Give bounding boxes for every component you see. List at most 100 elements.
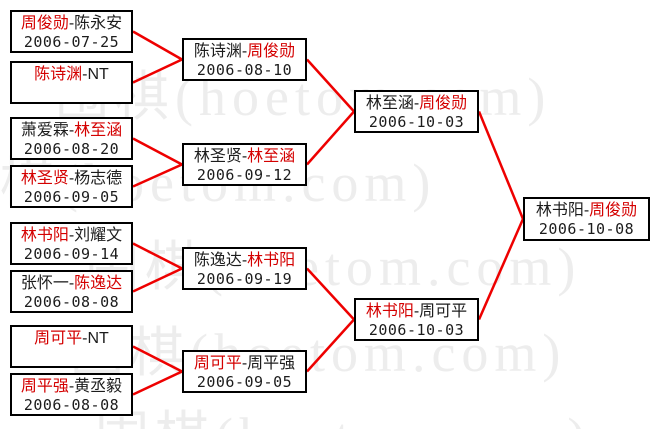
match-box-round-1-2: 陈诗渊-NT [10,61,133,104]
match-date: 2006-08-08 [23,293,120,311]
pairing-separator: - [583,202,590,219]
pairing-separator: - [68,275,75,292]
match-date: 2006-09-19 [196,270,293,288]
pairing-separator: - [68,170,75,187]
match-pairing: 陈诗渊-NT [12,65,131,84]
bracket-line [477,218,525,321]
pairing-separator: - [241,252,248,269]
player2-name: 林书阳 [247,252,296,269]
player2-name: 周俊勋 [589,202,638,219]
pairing-separator: - [82,66,88,83]
pairing-separator: - [413,95,420,112]
match-pairing: 林至涵-周俊勋 [356,94,477,113]
player2-name: 周俊勋 [247,43,296,60]
player2-name: 林至涵 [74,122,123,139]
player2-name: 林至涵 [247,148,296,165]
player1-name: 周平强 [20,378,69,395]
match-pairing: 陈诗渊-周俊勋 [184,42,305,61]
player1-name: 林书阳 [365,303,414,320]
bracket-line [132,58,183,84]
bracket-line [132,30,183,61]
match-pairing: 周俊勋-陈永安 [12,14,131,33]
player1-name: 林圣贤 [193,148,242,165]
player1-name: 萧爱霖 [20,122,69,139]
pairing-separator: - [68,378,75,395]
pairing-separator: - [241,43,248,60]
bracket-line [306,58,355,113]
match-date: 2006-08-08 [23,396,120,414]
match-pairing: 周平强-黄丞毅 [12,377,131,396]
player2-name: 刘耀文 [74,227,123,244]
match-pairing: 林书阳-周可平 [356,302,477,321]
match-date: 2006-09-05 [23,188,120,206]
player1-name: 周可平 [34,330,83,347]
match-date: 2006-08-20 [23,140,120,158]
match-date: 2006-10-03 [368,321,465,339]
pairing-separator: - [68,15,75,32]
match-pairing: 林圣贤-杨志德 [12,169,131,188]
bracket-line [306,110,355,166]
player2-name: NT [87,66,109,83]
match-pairing: 周可平-NT [12,329,131,348]
bracket-line [132,345,183,373]
player1-name: 周可平 [193,355,242,372]
match-date: 2006-07-25 [23,33,120,51]
pairing-separator: - [241,148,248,165]
bracket-line [132,242,183,270]
player2-name: 周可平 [419,303,468,320]
player2-name: 黄丞毅 [74,378,123,395]
match-date: 2006-09-14 [23,245,120,263]
player1-name: 周俊勋 [20,15,69,32]
player1-name: 张怀一 [20,275,69,292]
bracket-line [132,137,183,166]
player2-name: 陈永安 [74,15,123,32]
match-date: 2006-08-10 [196,61,293,79]
player2-name: 周平强 [247,355,296,372]
player1-name: 陈诗渊 [193,43,242,60]
pairing-separator: - [68,122,75,139]
match-pairing: 张怀一-陈逸达 [12,274,131,293]
player1-name: 林书阳 [20,227,69,244]
player1-name: 林书阳 [535,202,584,219]
pairing-separator: - [241,355,248,372]
match-box-round-1-7: 周可平-NT [10,325,133,368]
player2-name: 杨志德 [74,170,123,187]
player1-name: 陈诗渊 [34,66,83,83]
bracket-line [132,163,183,188]
pairing-separator: - [82,330,88,347]
player2-name: NT [87,330,109,347]
pairing-separator: - [68,227,75,244]
match-pairing: 陈逸达-林书阳 [184,251,305,270]
bracket-line [477,111,525,220]
player2-name: 周俊勋 [419,95,468,112]
player2-name: 陈逸达 [74,275,123,292]
bracket-line [306,318,355,373]
match-date: 2006-09-12 [196,166,293,184]
match-pairing: 林圣贤-林至涵 [184,147,305,166]
match-pairing: 萧爱霖-林至涵 [12,121,131,140]
match-date: 2006-10-03 [368,113,465,131]
bracket-line [132,267,183,293]
match-pairing: 林书阳-刘耀文 [12,226,131,245]
pairing-separator: - [413,303,420,320]
match-date: 2006-10-08 [538,220,635,238]
bracket-line [132,370,183,396]
player1-name: 林圣贤 [20,170,69,187]
match-date: 2006-09-05 [196,373,293,391]
